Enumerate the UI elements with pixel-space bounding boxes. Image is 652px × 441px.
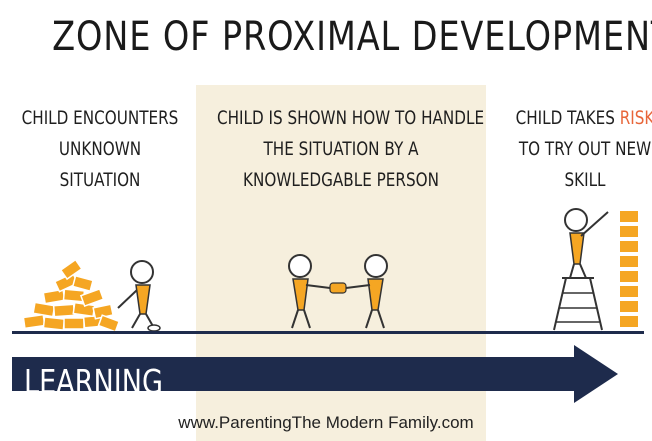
learning-label: LEARNING — [24, 362, 163, 401]
handshake-figures-icon — [288, 254, 388, 329]
page-title: ZONE OF PROXIMAL DEVELOPMENT — [52, 14, 652, 60]
stage-1-line-2: UNKNOWN — [58, 138, 142, 160]
stage-3-line-1: CHILD TAKES RISK — [493, 103, 652, 134]
ground-line — [12, 331, 644, 334]
risk-highlight: RISK — [619, 107, 652, 129]
stage-1-line-3: SITUATION — [59, 169, 141, 191]
footer-url: www.ParentingThe Modern Family.com — [178, 413, 474, 432]
stick-figure-icon — [117, 260, 161, 332]
stage-2-line-3: KNOWLEDGABLE PERSON — [243, 169, 439, 191]
stage-2-line-2: THE SITUATION BY A — [263, 138, 419, 160]
stage-3-caption: CHILD TAKES RISK TO TRY OUT NEW SKILL — [493, 103, 652, 196]
stage-3-line-2: TO TRY OUT NEW — [518, 138, 652, 160]
brick-tower-icon — [618, 209, 640, 329]
stage-2-line-1: CHILD IS SHOWN HOW TO HANDLE — [217, 107, 485, 129]
stage-2-caption: CHILD IS SHOWN HOW TO HANDLE THE SITUATI… — [217, 103, 485, 196]
stage-3-line-1-prefix: CHILD TAKES — [515, 107, 620, 129]
stage-1-caption: CHILD ENCOUNTERS UNKNOWN SITUATION — [4, 103, 196, 196]
stage-1-line-1: CHILD ENCOUNTERS — [21, 107, 179, 129]
ladder-icon — [553, 208, 609, 331]
bricks-icon — [22, 258, 121, 332]
stage-3-line-3: SKILL — [564, 169, 606, 191]
learning-arrow — [12, 345, 618, 403]
